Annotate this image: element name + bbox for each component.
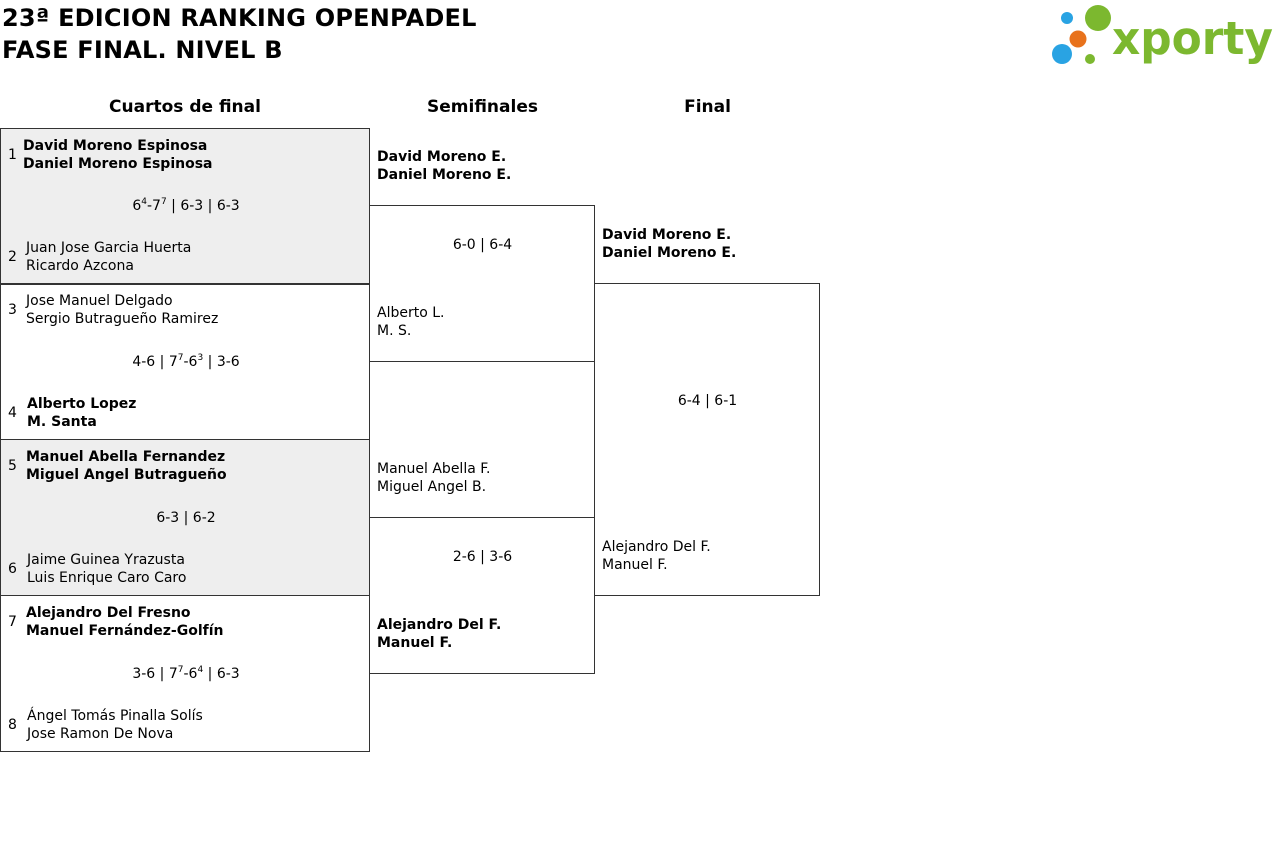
team-top: David Moreno Espinosa Daniel Moreno Espi…: [23, 137, 213, 173]
player-name: M. S.: [377, 323, 412, 339]
final-team-bottom: Alejandro Del F. Manuel F.: [602, 538, 711, 574]
team-bottom: Juan Jose Garcia Huerta Ricardo Azcona: [26, 239, 191, 275]
player-name: David Moreno Espinosa: [23, 138, 208, 154]
round-header-semifinals: Semifinales: [427, 97, 538, 117]
player-name: Sergio Butragueño Ramirez: [26, 311, 219, 327]
player-name: Daniel Moreno E.: [377, 167, 512, 183]
team-bottom: Alberto Lopez M. Santa: [27, 395, 136, 431]
final-team-top: David Moreno E. Daniel Moreno E.: [602, 226, 736, 262]
match-score: 6-3 | 6-2: [156, 510, 216, 526]
player-name: Miguel Angel Butragueño: [26, 467, 227, 483]
seed-number: 1: [8, 147, 17, 163]
quarterfinal-match-3: 5 Manuel Abella Fernandez Miguel Angel B…: [0, 439, 370, 596]
team-top: Jose Manuel Delgado Sergio Butragueño Ra…: [26, 292, 218, 328]
player-name: M. Santa: [27, 414, 97, 430]
logo-dot-blue-large: [1052, 44, 1072, 64]
player-name: Daniel Moreno Espinosa: [23, 156, 213, 172]
player-name: Luis Enrique Caro Caro: [27, 570, 187, 586]
semifinal-2-score: 2-6 | 3-6: [452, 549, 513, 565]
player-name: Manuel F.: [377, 635, 453, 651]
match-score: 64-77 | 6-3 | 6-3: [132, 197, 240, 215]
team-bottom: Jaime Guinea Yrazusta Luis Enrique Caro …: [27, 551, 186, 587]
team-top: Alejandro Del Fresno Manuel Fernández-Go…: [26, 604, 224, 640]
final-match-bracket: [594, 283, 820, 596]
round-header-final: Final: [684, 97, 731, 117]
team-bottom: Ángel Tomás Pinalla Solís Jose Ramon De …: [27, 707, 203, 743]
player-name: Jose Ramon De Nova: [27, 726, 174, 742]
player-name: Manuel Fernández-Golfín: [26, 623, 224, 639]
page-subtitle: FASE FINAL. NIVEL B: [2, 36, 283, 64]
player-name: Manuel F.: [602, 557, 668, 573]
seed-number: 5: [8, 458, 17, 474]
semifinal-2-team-top: Manuel Abella F. Miguel Angel B.: [377, 460, 491, 496]
final-score: 6-4 | 6-1: [677, 393, 738, 409]
player-name: Alberto Lopez: [27, 396, 137, 412]
page-title: 23ª EDICION RANKING OPENPADEL: [2, 4, 477, 32]
semifinal-1-team-top: David Moreno E. Daniel Moreno E.: [377, 148, 511, 184]
seed-number: 7: [8, 614, 17, 630]
xporty-logo: xporty: [1052, 5, 1273, 65]
player-name: Alberto L.: [377, 305, 445, 321]
seed-number: 4: [8, 405, 17, 421]
logo-dot-green: [1085, 5, 1111, 31]
player-name: David Moreno E.: [377, 149, 507, 165]
seed-number: 6: [8, 561, 17, 577]
player-name: Miguel Angel B.: [377, 479, 487, 495]
team-top: Manuel Abella Fernandez Miguel Angel But…: [26, 448, 227, 484]
semifinal-1-score: 6-0 | 6-4: [452, 237, 513, 253]
logo-dot-green-small: [1085, 54, 1095, 64]
quarterfinal-match-2: 3 Jose Manuel Delgado Sergio Butragueño …: [0, 283, 370, 440]
player-name: Ricardo Azcona: [26, 258, 134, 274]
player-name: Manuel Abella Fernandez: [26, 449, 226, 465]
logo-dot-blue-small: [1061, 12, 1073, 24]
player-name: Daniel Moreno E.: [602, 245, 737, 261]
player-name: Jaime Guinea Yrazusta: [27, 552, 185, 568]
round-header-quarterfinals: Cuartos de final: [109, 97, 261, 117]
player-name: Manuel Abella F.: [377, 461, 491, 477]
player-name: Alejandro Del F.: [602, 539, 711, 555]
seed-number: 2: [8, 249, 17, 265]
logo-wordmark: xporty: [1112, 12, 1273, 65]
logo-dot-orange: [1069, 30, 1087, 48]
player-name: Alejandro Del F.: [377, 617, 502, 633]
seed-number: 8: [8, 717, 17, 733]
player-name: Jose Manuel Delgado: [26, 293, 173, 309]
semifinal-2-team-bottom: Alejandro Del F. Manuel F.: [377, 616, 501, 652]
semifinal-1-team-bottom: Alberto L. M. S.: [377, 304, 444, 340]
match-score: 3-6 | 77-64 | 6-3: [132, 665, 240, 683]
quarterfinal-match-1: 1 David Moreno Espinosa Daniel Moreno Es…: [0, 128, 370, 285]
seed-number: 3: [8, 302, 17, 318]
player-name: Alejandro Del Fresno: [26, 605, 191, 621]
match-score: 4-6 | 77-63 | 3-6: [132, 353, 240, 371]
player-name: Ángel Tomás Pinalla Solís: [27, 708, 203, 724]
player-name: David Moreno E.: [602, 227, 732, 243]
quarterfinal-match-4: 7 Alejandro Del Fresno Manuel Fernández-…: [0, 595, 370, 752]
player-name: Juan Jose Garcia Huerta: [26, 240, 192, 256]
